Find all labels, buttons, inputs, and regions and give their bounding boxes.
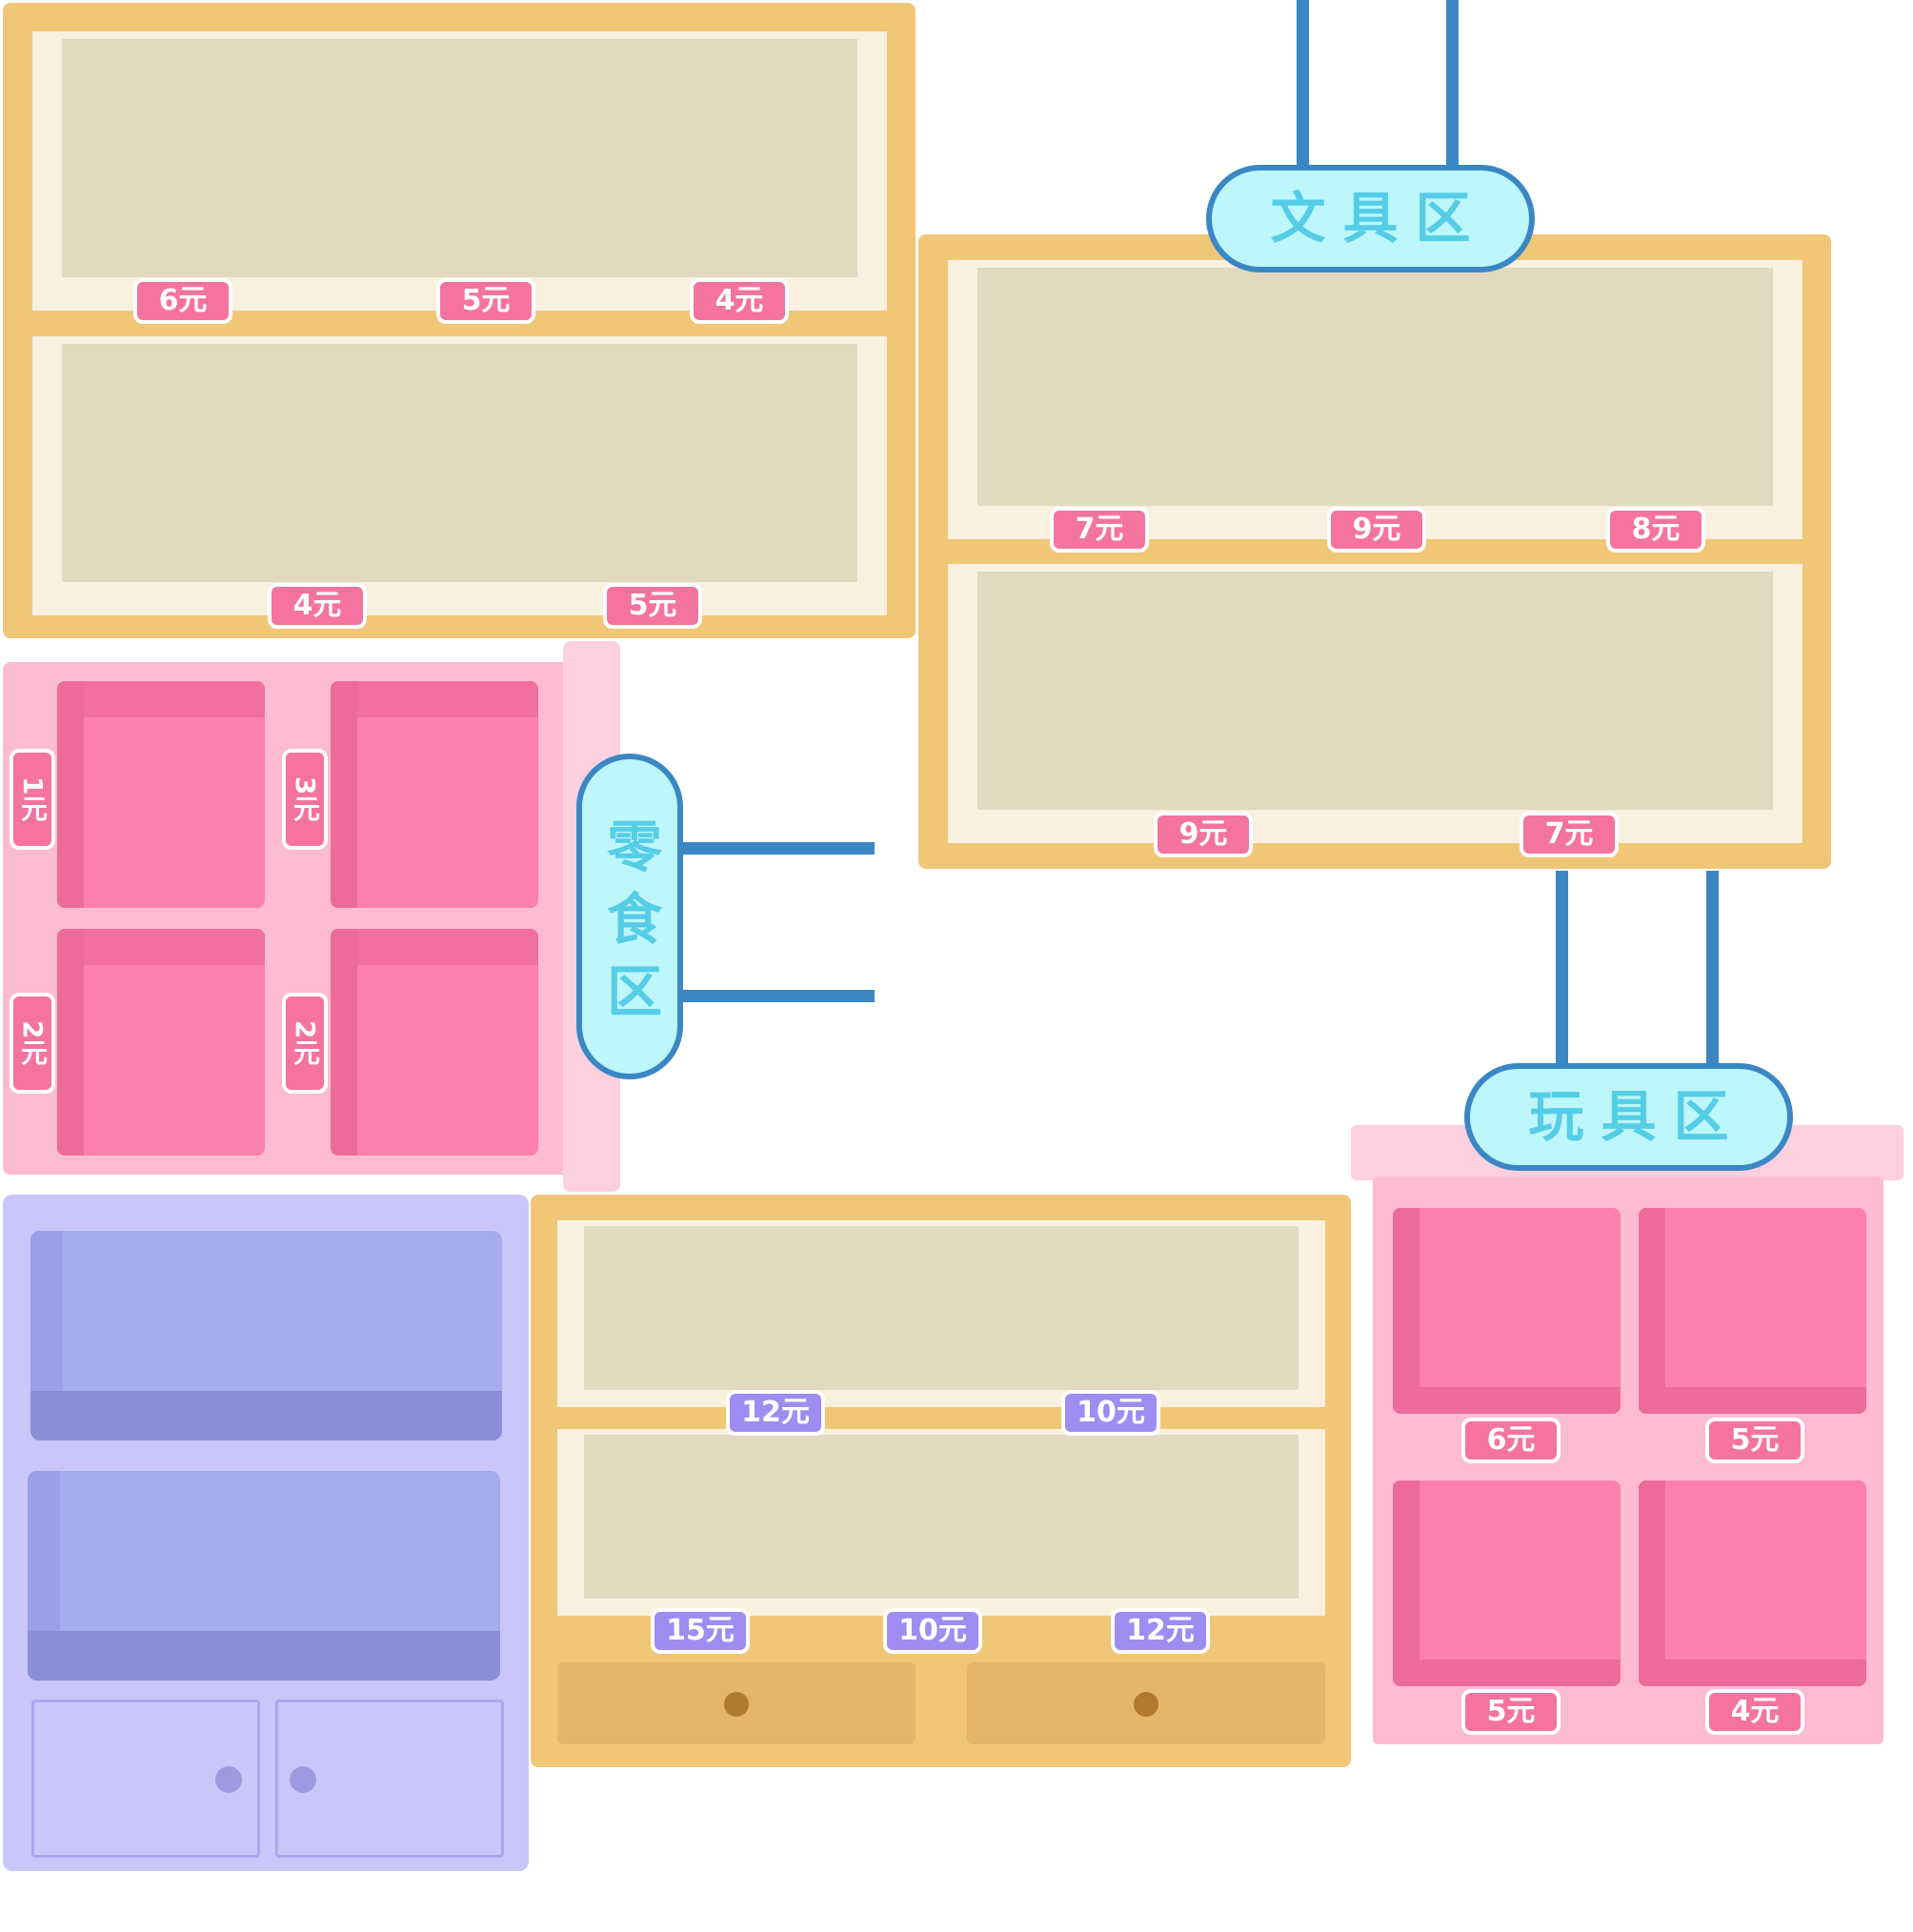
price-tag: 4元 xyxy=(690,278,789,324)
price-tag: 5元 xyxy=(603,583,702,629)
price-tag: 3元 xyxy=(282,749,328,850)
sign-rod xyxy=(672,842,875,855)
toy-bin xyxy=(1393,1208,1621,1414)
snack-bin xyxy=(57,929,265,1156)
price-tag: 8元 xyxy=(1606,507,1705,553)
price-tag: 12元 xyxy=(726,1390,825,1436)
sign-rod xyxy=(1297,0,1309,171)
sign-rod xyxy=(1446,0,1459,171)
price-tag: 1元 xyxy=(10,749,55,850)
price-tag: 5元 xyxy=(1461,1689,1561,1735)
price-tag: 5元 xyxy=(436,278,535,324)
toy-bin xyxy=(1393,1480,1621,1686)
door-knob xyxy=(215,1766,242,1793)
price-tag: 9元 xyxy=(1327,507,1426,553)
snack-bin xyxy=(57,681,265,908)
cabinet-upper-shelf xyxy=(30,1231,502,1440)
shelf-lower-back xyxy=(977,572,1773,810)
purple-cabinet xyxy=(3,1195,529,1871)
price-tag: 7元 xyxy=(1520,812,1619,857)
price-tag: 15元 xyxy=(651,1608,750,1654)
price-tag: 6元 xyxy=(133,278,232,324)
sign-toys: 玩具区 xyxy=(1464,1063,1793,1171)
toy-bin xyxy=(1639,1480,1866,1686)
shelf-top-left xyxy=(3,3,916,638)
price-tag: 4元 xyxy=(1705,1689,1804,1735)
cabinet-lower-shelf xyxy=(28,1471,500,1680)
drawer-knob xyxy=(724,1692,749,1717)
shelf-upper-back xyxy=(584,1226,1299,1390)
sign-rod xyxy=(672,990,875,1002)
sign-rod xyxy=(1706,871,1719,1071)
price-tag: 5元 xyxy=(1705,1418,1804,1463)
price-tag: 9元 xyxy=(1154,812,1253,857)
price-tag: 12元 xyxy=(1111,1608,1210,1654)
price-tag: 10元 xyxy=(1061,1390,1160,1436)
price-tag: 6元 xyxy=(1461,1418,1561,1463)
price-tag: 2元 xyxy=(10,993,55,1094)
snack-bin xyxy=(331,681,538,908)
door-knob xyxy=(290,1766,316,1793)
toy-bin xyxy=(1639,1208,1866,1414)
shelf-upper-back xyxy=(977,268,1773,506)
price-tag: 4元 xyxy=(268,583,367,629)
sign-snacks: 零食区 xyxy=(576,754,683,1079)
snack-bin xyxy=(331,929,538,1156)
sign-rod xyxy=(1556,871,1568,1071)
shelf-upper-back xyxy=(62,39,857,277)
price-tag: 7元 xyxy=(1050,507,1149,553)
drawer-knob xyxy=(1134,1692,1158,1717)
sign-stationery: 文具区 xyxy=(1206,165,1535,272)
shelf-lower-back xyxy=(62,344,857,582)
shelf-lower-back xyxy=(584,1435,1299,1599)
price-tag: 2元 xyxy=(282,993,328,1094)
shelf-bottom-center xyxy=(531,1195,1351,1767)
price-tag: 10元 xyxy=(883,1608,982,1654)
